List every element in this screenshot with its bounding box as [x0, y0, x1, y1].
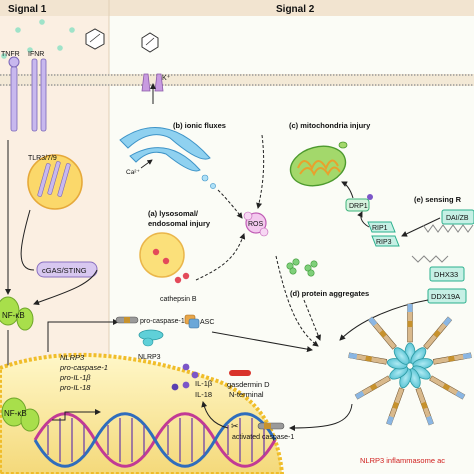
- pro-caspase-1-label: pro-caspase-1: [140, 318, 185, 325]
- dai-to-rip-arrow: [401, 217, 441, 237]
- ifnr-receptor: [31, 58, 47, 132]
- il1b-label: IL-1β: [195, 379, 213, 388]
- rip1-label: RIP1: [372, 225, 388, 232]
- il18-label: IL-18: [195, 390, 212, 399]
- sensing-to-inflammasome-arrow: [339, 299, 429, 341]
- nfkb-nucleus-label: NF-κB: [4, 409, 27, 418]
- nucleic-acid-strand: [422, 224, 474, 233]
- caspase-to-cytokines-arrow: [201, 401, 229, 429]
- rip-to-drp1-arrow: [357, 211, 370, 228]
- gasdermin-d-icon: [229, 370, 251, 376]
- aggregates-to-inflammasome-arrow: [303, 299, 321, 341]
- dai-zbp1-box: [441, 209, 474, 225]
- tlr-label: TLR3/7/9: [28, 155, 57, 162]
- tnfr-receptor: [8, 56, 20, 132]
- dhx33-label: DHX33: [434, 270, 458, 279]
- rip-complex: [367, 221, 400, 247]
- gene-nlrp3: NLRP3: [60, 353, 85, 362]
- gene-pro-caspase-1: pro-caspase-1: [59, 363, 108, 372]
- ddx19a-label: DDX19A: [431, 292, 460, 301]
- gasdermin-label-line2: N-terminal: [229, 390, 264, 399]
- nlrp3-label: NLRP3: [138, 354, 161, 361]
- extracellular-particles: [1, 19, 75, 59]
- drp1-label: DRP1: [349, 203, 368, 210]
- endosome-tlr: [27, 154, 83, 210]
- genes-to-protein-arrow: [47, 319, 119, 352]
- cgas-to-nfkb-arrow: [33, 269, 98, 306]
- protein-aggregates-label: (d) protein aggregates: [290, 289, 369, 298]
- transcription-arrow: [52, 409, 101, 421]
- rip3-label: RIP3: [376, 239, 392, 246]
- header-band: [0, 0, 474, 16]
- scissors-icon: ✂: [231, 421, 239, 431]
- activated-caspase-1-icon: [257, 422, 285, 430]
- dna-helix: [33, 412, 277, 468]
- mito-to-ros-arrow: [256, 134, 265, 209]
- gasdermin-label-line1: gasdermin D: [227, 380, 270, 389]
- endoplasmic-reticulum: [119, 127, 216, 189]
- ifnr-label: IFNR: [28, 51, 44, 58]
- ros-to-inflammasome-arrow: [275, 255, 319, 347]
- calcium-label: Ca²⁺: [126, 169, 140, 176]
- nucleic-acid-strand: [411, 255, 449, 263]
- cgas-sting-box: [36, 261, 98, 278]
- ros-label: ROS: [248, 221, 264, 228]
- cgas-sting-label: cGAS/STING: [42, 266, 87, 275]
- signal1-header: Signal 1: [8, 4, 47, 15]
- il18-dot: [171, 383, 179, 391]
- signal2-header: Signal 2: [276, 4, 315, 15]
- ros-molecule: [243, 211, 269, 237]
- virus-hexagon-icon: [85, 28, 105, 50]
- lysosomal-label-line2: endosomal injury: [148, 219, 211, 228]
- activated-caspase-1-label: activated caspase-1: [232, 434, 294, 441]
- il18-dot: [182, 381, 190, 389]
- protein-aggregates: [286, 258, 318, 277]
- potassium-label: K⁺: [162, 75, 171, 82]
- inflammasome-activation-label: NLRP3 inflammasome ac: [360, 456, 445, 465]
- drp1-box: [345, 198, 370, 212]
- dai-zbp1-label: DAI/ZB: [446, 215, 469, 222]
- lysosome: [139, 232, 190, 284]
- lysosomal-label-line1: (a) lysosomal/: [148, 209, 199, 218]
- asc-icon: [184, 314, 200, 329]
- il1b-dot: [182, 363, 190, 371]
- nfkb-cytoplasm-label: NF-κB: [2, 311, 25, 320]
- nfkb-cytoplasm: [0, 296, 34, 331]
- il1b-dot: [191, 371, 199, 379]
- assembly-arrow: [211, 331, 313, 353]
- calcium-arrow: [140, 159, 153, 169]
- nfkb-nucleus: [1, 397, 40, 432]
- drp1-to-mito-arrow: [341, 181, 354, 199]
- tlr-arrow: [20, 209, 35, 271]
- inflammasome-to-caspase-arrow: [289, 403, 353, 431]
- dhx33-box: [429, 266, 465, 282]
- gene-pro-il-18: pro-IL-18: [59, 383, 91, 392]
- sensing-label: (e) sensing R: [414, 195, 462, 204]
- drp1-phosphate: [367, 194, 373, 200]
- tnfr-label: TNFR: [1, 51, 20, 58]
- ddx19a-box: [427, 288, 467, 304]
- virus-hexagon-icon: [141, 32, 159, 53]
- nlrp3-inflammasome-complex: [348, 303, 472, 426]
- nlrp3-icon: [138, 329, 164, 347]
- gene-pro-il-1b: pro-IL-1β: [59, 373, 91, 382]
- cell-membrane: [0, 74, 474, 86]
- mitochondrion: [289, 141, 348, 187]
- cathepsin-to-ros-arrow: [195, 233, 246, 281]
- ionic-fluxes-label: (b) ionic fluxes: [173, 121, 226, 130]
- potassium-channel: [141, 73, 164, 104]
- mitochondria-injury-label: (c) mitochondria injury: [289, 121, 371, 130]
- cathepsin-label: cathepsin B: [160, 296, 197, 303]
- asc-label: ASC: [200, 319, 214, 326]
- pro-caspase-1-icon: [115, 316, 139, 324]
